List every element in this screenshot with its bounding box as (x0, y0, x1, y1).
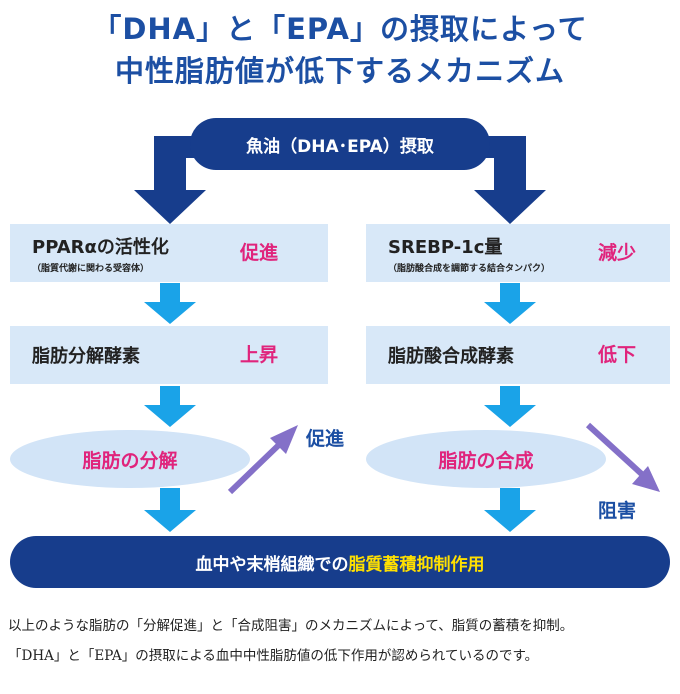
result-prefix: 血中や末梢組織での (195, 554, 349, 575)
ppar-sublabel: （脂質代謝に関わる受容体） (32, 263, 150, 274)
purple-arrow-promote-head (270, 425, 298, 454)
result-highlight: 脂質蓄積抑制作用 (348, 554, 485, 575)
lipolysis-enzyme-effect: 上昇 (240, 344, 279, 366)
promote-label: 促進 (306, 428, 345, 450)
lipolysis-enzyme-box: 脂肪分解酵素 (10, 326, 328, 384)
fish-oil-intake-node: 魚油（DHA･EPA）摂取 (190, 118, 490, 170)
purple-arrow-inhibit-head (632, 466, 660, 492)
cyan-arrow-left-1 (144, 283, 196, 324)
description-line-2: 「DHA」と「EPA」の摂取による血中中性脂肪値の低下作用が認められているのです… (8, 648, 539, 664)
cyan-arrow-right-3 (484, 488, 536, 532)
description-line-1: 以上のような脂肪の「分解促進」と「合成阻害」のメカニズムによって、脂質の蓄積を抑… (8, 618, 574, 634)
purple-arrow-inhibit-shaft (585, 422, 649, 481)
fatty-acid-synthase-label: 脂肪酸合成酵素 (388, 346, 514, 367)
ppar-box: PPARαの活性化 （脂質代謝に関わる受容体） (10, 224, 328, 282)
navy-split-arrow-right (474, 136, 546, 224)
title-line-1: 「DHA」と「EPA」の摂取によって (92, 12, 588, 46)
cyan-arrow-right-2 (484, 386, 536, 427)
ppar-effect: 促進 (240, 242, 279, 264)
fat-breakdown-ellipse: 脂肪の分解 (10, 430, 250, 488)
srebp-sublabel: （脂肪酸合成を調節する結合タンパク） (388, 263, 551, 274)
fat-breakdown-label: 脂肪の分解 (82, 449, 178, 472)
purple-arrow-promote-shaft (227, 437, 287, 495)
srebp-box: SREBP-1c量 （脂肪酸合成を調節する結合タンパク） (366, 224, 670, 282)
cyan-arrow-left-3 (144, 488, 196, 532)
srebp-effect: 減少 (598, 242, 637, 264)
navy-split-arrow-left (134, 136, 206, 224)
srebp-label: SREBP-1c量 (388, 236, 503, 258)
lipolysis-enzyme-label: 脂肪分解酵素 (32, 346, 140, 367)
fat-synthesis-label: 脂肪の合成 (438, 449, 534, 472)
fat-synthesis-ellipse: 脂肪の合成 (366, 430, 606, 488)
title-line-2: 中性脂肪値が低下するメカニズム (114, 54, 565, 88)
cyan-arrow-left-2 (144, 386, 196, 427)
ppar-label: PPARαの活性化 (32, 236, 169, 258)
fatty-acid-synthase-box: 脂肪酸合成酵素 (366, 326, 670, 384)
fatty-acid-synthase-effect: 低下 (598, 344, 637, 366)
result-bar: 血中や末梢組織での脂質蓄積抑制作用 (10, 536, 670, 588)
cyan-arrow-right-1 (484, 283, 536, 324)
inhibit-label: 阻害 (598, 500, 637, 522)
